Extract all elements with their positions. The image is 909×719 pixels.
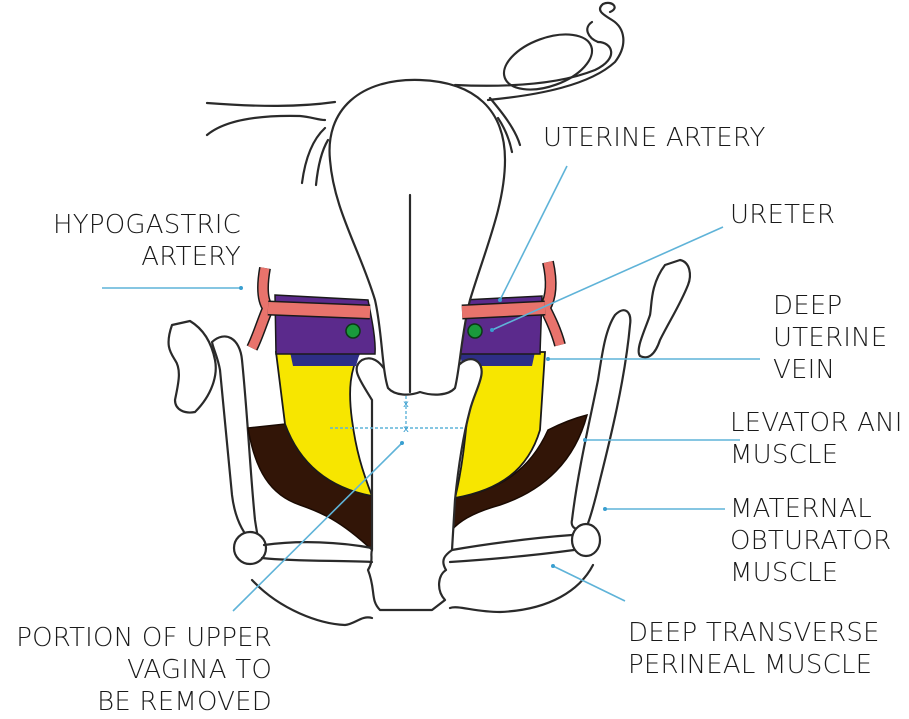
label-line: DEEP TRANSVERSE <box>628 618 880 648</box>
leader-uterine-artery <box>499 165 568 301</box>
ureter-left <box>345 323 361 339</box>
perineal-left <box>232 530 374 627</box>
label-line: OBTURATOR <box>730 526 892 556</box>
right-adnexa <box>453 1 625 154</box>
label-ureter: URETER <box>730 199 835 231</box>
label-uterine-artery: UTERINE ARTERY <box>543 122 766 154</box>
leader-upper-vagina <box>232 442 403 612</box>
label-line: URETER <box>730 200 836 230</box>
label-line: VEIN <box>773 355 836 385</box>
label-line: UTERINE ARTERY <box>543 123 766 153</box>
label-line: PORTION OF UPPER <box>16 623 272 653</box>
uterine-artery-left <box>246 266 371 351</box>
label-line: BE REMOVED <box>97 687 272 717</box>
deep-uterine-vein-left <box>290 352 360 366</box>
label-levator-ani: LEVATOR ANI MUSCLE <box>730 407 903 471</box>
left-adnexa <box>205 100 337 187</box>
label-line: MATERNAL <box>730 494 872 524</box>
label-maternal-obturator: MATERNAL OBTURATOR MUSCLE <box>730 493 891 589</box>
label-line: ARTERY <box>141 242 241 272</box>
label-line: MUSCLE <box>730 440 839 470</box>
leader-lines <box>102 165 760 612</box>
leader-ureter <box>491 226 724 331</box>
uterine-artery-right <box>461 260 566 347</box>
left-pelvic-bone <box>167 319 264 552</box>
label-line: UTERINE <box>773 323 888 353</box>
cut-marker-lower: x <box>403 424 409 435</box>
label-line: HYPOGASTRIC <box>53 210 241 240</box>
right-pelvic-bone <box>570 258 691 531</box>
perineal-right <box>448 522 602 614</box>
uterus <box>328 78 507 396</box>
cut-marker-upper: x <box>403 399 409 410</box>
label-deep-transverse-perineal: DEEP TRANSVERSE PERINEAL MUSCLE <box>628 617 880 681</box>
label-line: LEVATOR ANI <box>730 408 903 438</box>
ureter-right <box>467 323 483 339</box>
label-deep-uterine-vein: DEEP UTERINE VEIN <box>773 290 887 386</box>
paracolpos-left <box>274 351 374 498</box>
ovary-shape <box>502 33 594 91</box>
label-line: MUSCLE <box>730 558 839 588</box>
label-line: DEEP <box>773 291 843 321</box>
label-hypogastric-artery: HYPOGASTRIC ARTERY <box>53 209 241 273</box>
label-upper-vagina: PORTION OF UPPER VAGINA TO BE REMOVED <box>16 622 272 718</box>
label-line: VAGINA TO <box>127 655 272 685</box>
label-line: PERINEAL MUSCLE <box>628 650 873 680</box>
vagina <box>355 357 483 612</box>
leader-perineal <box>552 565 626 602</box>
